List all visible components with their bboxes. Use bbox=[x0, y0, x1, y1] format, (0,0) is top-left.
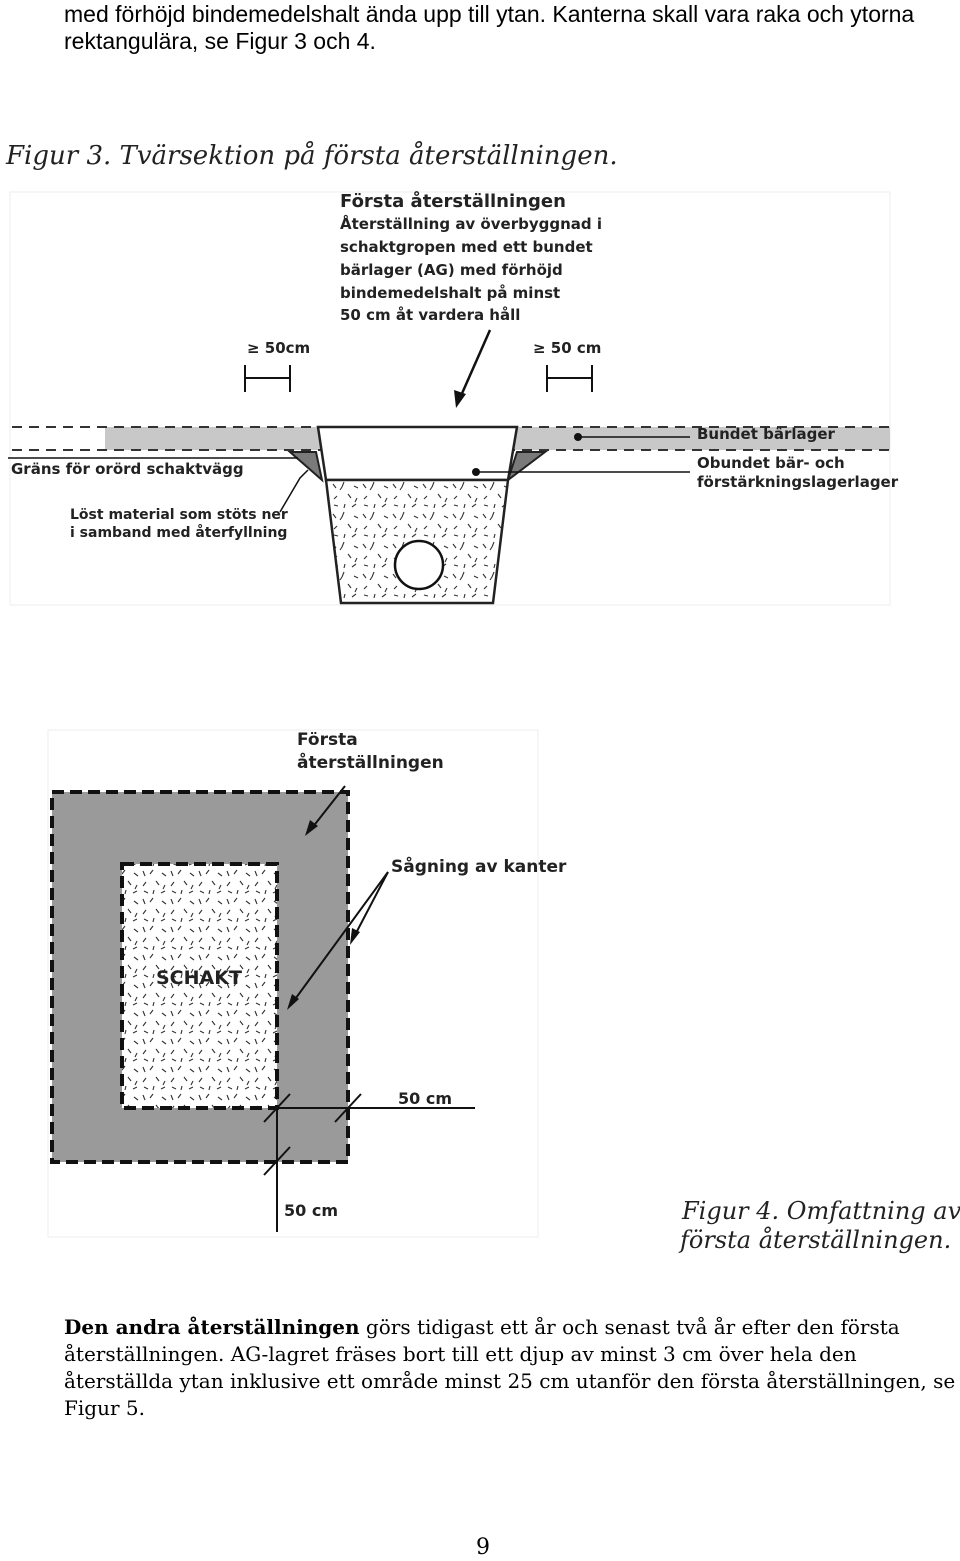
dimension-right-label-fig4: 50 cm bbox=[398, 1089, 452, 1108]
figure-4-caption-line-2: första återställningen. bbox=[680, 1226, 952, 1254]
body-bold-lead: Den andra återställningen bbox=[64, 1315, 360, 1339]
first-restoration-arrow-head bbox=[305, 820, 318, 836]
intro-line-2: rektangulära, se Figur 3 och 4. bbox=[64, 28, 376, 54]
figure-3-desc-1: Återställning av överbyggnad i bbox=[340, 214, 602, 233]
leader-unbound-dot bbox=[472, 468, 480, 476]
dimension-tick-3 bbox=[263, 1146, 291, 1176]
label-loose-material-2: i samband med återfyllning bbox=[70, 524, 287, 541]
label-bound-layer: Bundet bärlager bbox=[697, 425, 836, 443]
dimension-right-marker bbox=[546, 365, 593, 392]
label-sawing-edges: Sågning av kanter bbox=[391, 855, 567, 877]
intro-line-1: med förhöjd bindemedelshalt ända upp til… bbox=[64, 1, 915, 27]
label-loose-material-1: Löst material som stöts ner bbox=[70, 507, 288, 523]
loose-material-right bbox=[506, 451, 548, 483]
dimension-right-label: ≥ 50 cm bbox=[533, 339, 601, 357]
figure-3-desc-4: bindemedelshalt på minst bbox=[340, 284, 560, 302]
dimension-tick-2 bbox=[334, 1093, 362, 1123]
figure-3-desc-2: schaktgropen med ett bundet bbox=[340, 238, 593, 256]
description-arrow-line bbox=[458, 329, 492, 399]
label-first-restoration-1: Första bbox=[297, 730, 358, 750]
loose-material-left bbox=[287, 451, 324, 483]
first-restoration-arrow-line bbox=[311, 785, 346, 829]
leader-bound-dot bbox=[574, 433, 582, 441]
figure-3-heading: Första återställningen bbox=[340, 190, 566, 212]
figure-3-desc-3: bärlager (AG) med förhöjd bbox=[340, 261, 563, 279]
sawing-arrow-2-head bbox=[287, 994, 299, 1010]
label-unbound-1: Obundet bär- och bbox=[697, 454, 845, 472]
dimension-left-label: ≥ 50cm bbox=[247, 339, 310, 357]
figure-4-caption-line-1: Figur 4. Omfattning av bbox=[682, 1197, 960, 1225]
figure-3-caption: Figur 3. Tvärsektion på första återställ… bbox=[6, 141, 618, 171]
body-line-2: återställningen. AG-lagret fräses bort t… bbox=[64, 1342, 857, 1366]
label-trench-wall-limit: Gräns för orörd schaktvägg bbox=[11, 460, 244, 478]
dimension-left-marker bbox=[244, 365, 291, 392]
leader-loose bbox=[279, 469, 309, 513]
sawing-arrow-2-line bbox=[292, 871, 389, 1003]
sawing-arrow-1-head bbox=[350, 928, 360, 945]
pipe-circle bbox=[393, 539, 445, 591]
description-arrow-head bbox=[454, 390, 466, 408]
body-line-1-rest: görs tidigast ett år och senast två år e… bbox=[359, 1315, 900, 1339]
dimension-bottom-label-fig4: 50 cm bbox=[284, 1201, 338, 1220]
label-unbound-2: förstärkningslagerlager bbox=[697, 473, 899, 491]
label-first-restoration-2: återställningen bbox=[297, 751, 444, 773]
page-number: 9 bbox=[476, 1535, 490, 1560]
body-line-4: Figur 5. bbox=[64, 1396, 145, 1420]
sawing-arrow-1-line bbox=[354, 871, 389, 936]
body-line-1: Den andra återställningen görs tidigast … bbox=[64, 1314, 900, 1341]
body-line-3: återställda ytan inklusive ett område mi… bbox=[64, 1369, 956, 1393]
figure-3-desc-5: 50 cm åt vardera håll bbox=[340, 306, 520, 324]
label-schakt: SCHAKT bbox=[156, 967, 242, 989]
figure-4-frame bbox=[47, 729, 539, 1238]
excavation-area bbox=[120, 862, 279, 1110]
